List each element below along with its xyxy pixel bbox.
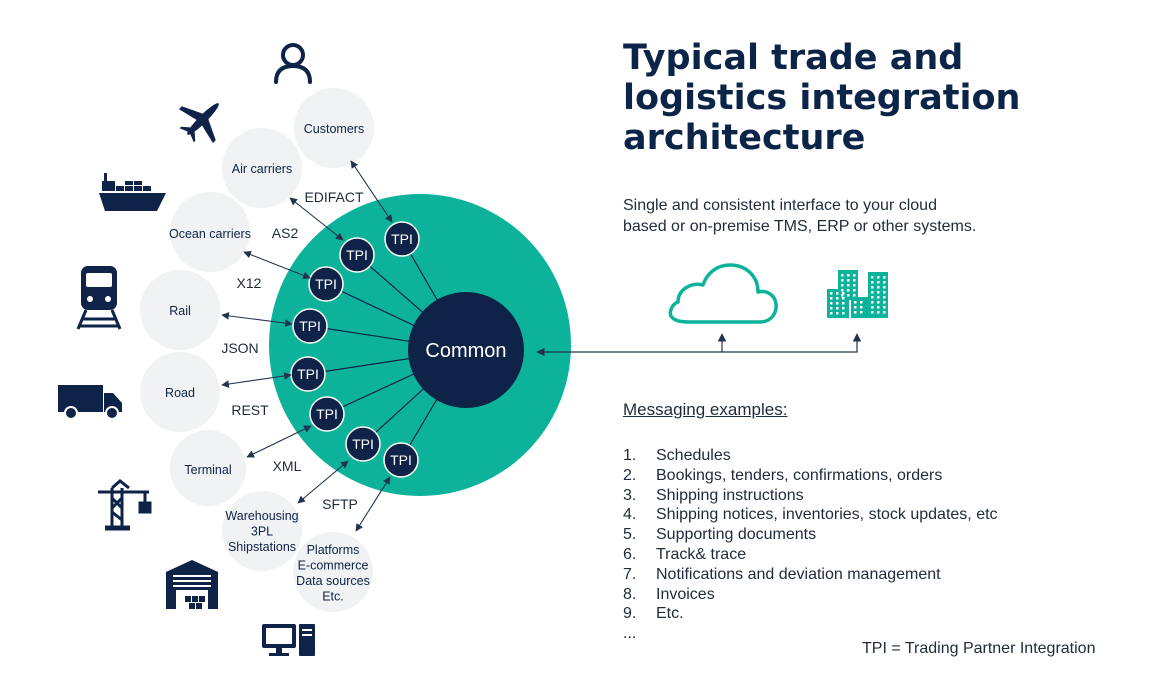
computer-icon	[262, 624, 315, 656]
tpi-label: TPI	[346, 247, 368, 263]
list-item: 9.Etc.	[623, 605, 684, 623]
partner-tpi-arrow	[243, 250, 311, 280]
partner-label: E-commerce	[298, 559, 369, 573]
tpi-node: TPI	[290, 356, 326, 392]
partner-arrows	[221, 160, 393, 532]
partner-label: Air carriers	[232, 162, 292, 176]
format-label: XML	[273, 458, 302, 474]
partner-tpi-arrow	[350, 160, 393, 223]
tpi-label: TPI	[390, 452, 412, 468]
list-item: 6.Track& trace	[623, 545, 747, 563]
tpi-label: TPI	[297, 366, 319, 382]
cloud-icon	[668, 263, 778, 324]
crane-icon	[98, 479, 152, 531]
partner-label: Customers	[304, 122, 364, 136]
partner-label: Etc.	[322, 590, 344, 604]
tpi-label: TPI	[352, 436, 374, 452]
partner-label: Rail	[169, 304, 191, 318]
ship-icon	[99, 173, 166, 211]
tpi-node: TPI	[384, 221, 420, 257]
page-title: Typical trade and logistics integration …	[623, 38, 1021, 158]
list-item: 1.Schedules	[623, 447, 731, 464]
truck-icon	[58, 385, 122, 420]
partner-bubble	[293, 532, 373, 612]
tpi-node: TPI	[339, 237, 375, 273]
partner-label: Shipstations	[228, 540, 296, 554]
hub-label: Common	[425, 340, 506, 362]
buildings-icon	[827, 270, 888, 318]
tpi-node: TPI	[345, 426, 381, 462]
common-hub	[408, 292, 524, 408]
partner-tpi-arrow	[289, 197, 344, 241]
partner-tpi-arrow	[297, 460, 349, 504]
partner-label: Terminal	[184, 463, 231, 477]
format-label: X12	[237, 275, 262, 291]
partner-label: Road	[165, 386, 195, 400]
partner-tpi-arrow	[355, 476, 391, 532]
list-item: 8.Invoices	[623, 585, 715, 603]
warehouse-icon	[166, 560, 218, 609]
partner-tpi-arrow	[221, 372, 292, 388]
partner-tpi-arrow	[221, 312, 293, 327]
partner-label: Data sources	[296, 574, 370, 588]
partner-bubble	[222, 491, 302, 571]
messaging-heading: Messaging examples:	[623, 400, 788, 419]
list-item: ...	[623, 625, 637, 643]
format-label: JSON	[221, 340, 258, 356]
partner-bubble	[170, 192, 250, 272]
partner-label: 3PL	[251, 525, 273, 539]
tpi-node: TPI	[309, 396, 345, 432]
list-item: 2.Bookings, tenders, confirmations, orde…	[623, 466, 943, 484]
format-label: EDIFACT	[304, 189, 364, 205]
systems-connector	[536, 333, 862, 357]
tpi-footnote: TPI = Trading Partner Integration	[862, 640, 1096, 657]
partner-bubble	[294, 88, 374, 168]
format-label: AS2	[272, 225, 299, 241]
partner-label: Ocean carriers	[169, 227, 251, 241]
list-item: 7.Notifications and deviation management	[623, 565, 941, 583]
person-icon	[274, 43, 312, 84]
tpi-label: TPI	[316, 406, 338, 422]
tpi-node: TPI	[383, 442, 419, 478]
messaging-list: 1.Schedules 2.Bookings, tenders, confirm…	[623, 446, 998, 644]
airplane-icon	[178, 103, 219, 144]
list-item: 5.Supporting documents	[623, 526, 817, 544]
partner-label: Warehousing	[225, 509, 298, 523]
list-item: 4.Shipping notices, inventories, stock u…	[623, 506, 998, 524]
tpi-label: TPI	[299, 318, 321, 334]
partner-bubble	[140, 352, 220, 432]
partner-bubble	[222, 128, 302, 208]
partner-bubble	[170, 430, 246, 506]
page-subtitle: Single and consistent interface to your …	[623, 197, 977, 235]
tpi-node: TPI	[308, 266, 344, 302]
tpi-label: TPI	[391, 231, 413, 247]
tpi-node: TPI	[292, 308, 328, 344]
format-label: SFTP	[322, 496, 358, 512]
tpi-label: TPI	[315, 276, 337, 292]
partner-label: Platforms	[307, 543, 360, 557]
list-item: 3.Shipping instructions	[623, 486, 804, 504]
format-label: REST	[231, 402, 269, 418]
partner-tpi-arrow	[246, 425, 312, 458]
tpi-nodes: TPI TPI TPI TPI TPI TPI TPI TPI	[290, 221, 420, 478]
train-icon	[76, 266, 122, 330]
partner-bubble	[140, 270, 220, 350]
